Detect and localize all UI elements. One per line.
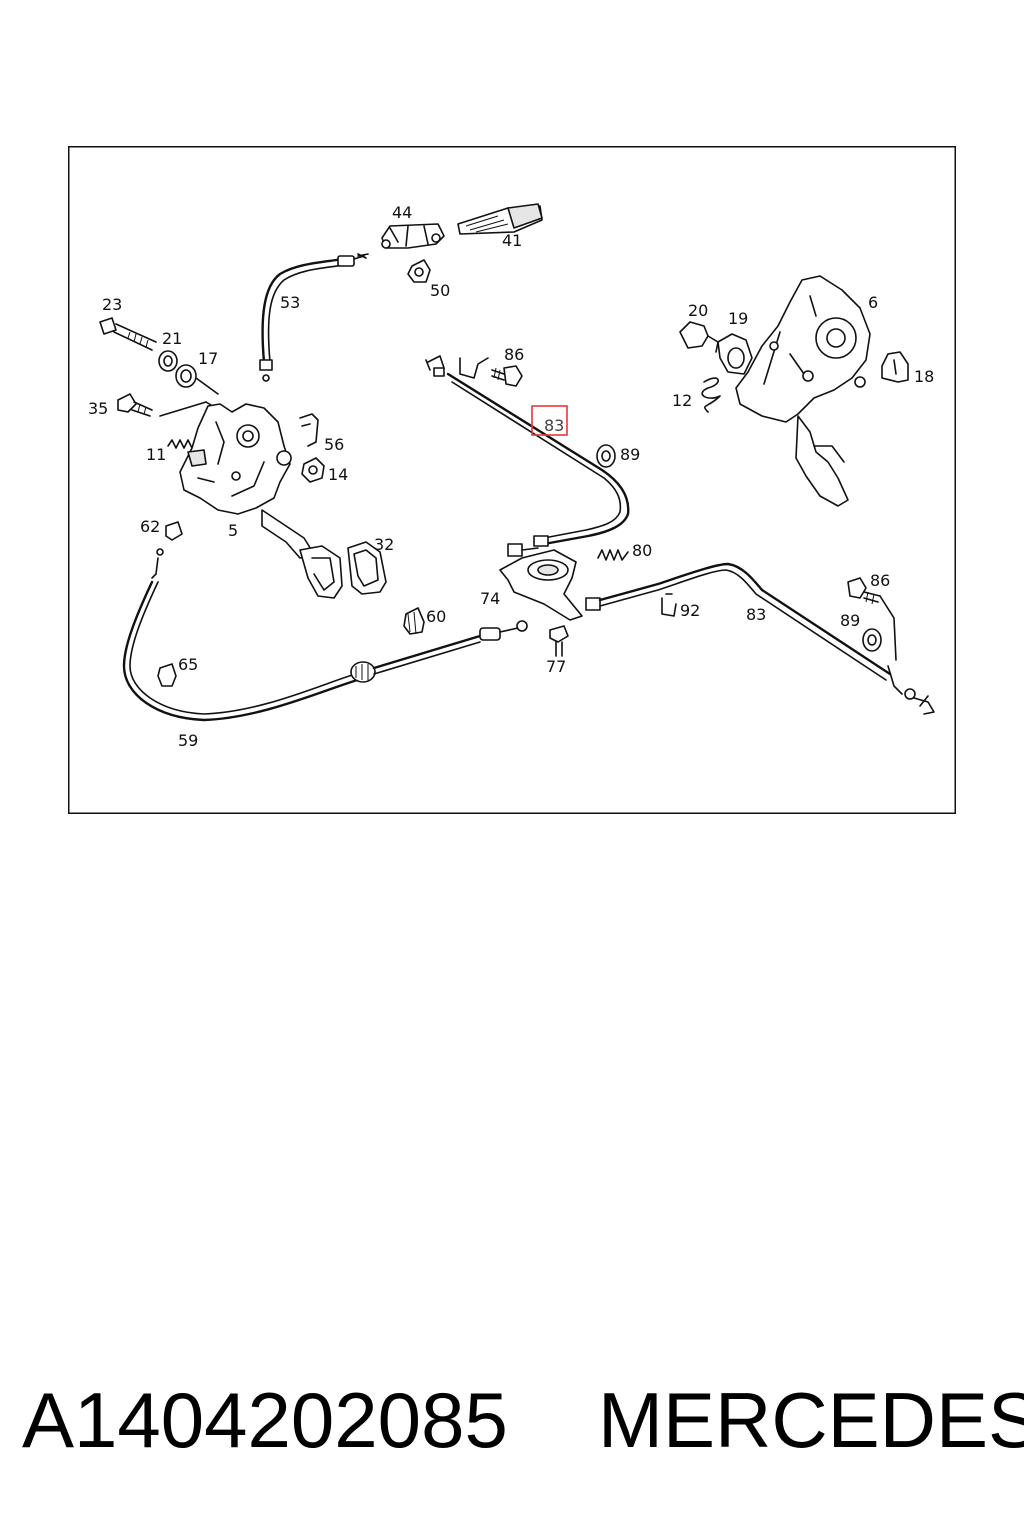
callout-6[interactable]: 6	[868, 293, 878, 312]
callout-80[interactable]: 80	[632, 541, 652, 560]
callout-17[interactable]: 17	[198, 349, 218, 368]
callout-89-upper[interactable]: 89	[620, 445, 640, 464]
part-89-bushing-lower	[862, 628, 882, 652]
part-56-clip	[299, 413, 319, 447]
callout-23[interactable]: 23	[102, 295, 122, 314]
part-41-pedal-pad	[457, 203, 543, 235]
callout-83-highlight-box	[531, 405, 568, 436]
part-44-bracket	[357, 223, 445, 257]
part-32-pedal-pad	[347, 541, 387, 595]
callout-56[interactable]: 56	[324, 435, 344, 454]
callout-83-highlighted[interactable]: 83	[544, 416, 564, 435]
callout-20[interactable]: 20	[688, 301, 708, 320]
part-86-bolt-lower	[847, 577, 897, 661]
callout-50[interactable]: 50	[430, 281, 450, 300]
callout-86-upper[interactable]: 86	[504, 345, 524, 364]
callout-18[interactable]: 18	[914, 367, 934, 386]
part-53-cable	[259, 253, 367, 382]
callout-74[interactable]: 74	[480, 589, 500, 608]
callout-11[interactable]: 11	[146, 445, 166, 464]
part-50-nut	[407, 259, 431, 283]
part-18-pad	[881, 351, 909, 383]
callout-60[interactable]: 60	[426, 607, 446, 626]
part-80-spring	[597, 549, 629, 561]
callout-35[interactable]: 35	[88, 399, 108, 418]
part-86-bolt-upper	[491, 365, 523, 387]
part-19-bushing	[717, 333, 753, 375]
part-6-pedal-assembly	[735, 275, 871, 507]
part-number: A1404202085	[22, 1376, 508, 1464]
callout-32[interactable]: 32	[374, 535, 394, 554]
part-92-clip	[661, 593, 677, 617]
part-89-bushing-upper	[596, 444, 616, 468]
callout-83-lower[interactable]: 83	[746, 605, 766, 624]
part-35-bolt	[117, 393, 217, 417]
callout-41[interactable]: 41	[502, 231, 522, 250]
callout-44[interactable]: 44	[392, 203, 412, 222]
parking-brake-exploded-diagram: 44 41 50 53 23 21 17 35 11 56 14 5 62 32…	[68, 146, 956, 814]
brand-name: MERCEDES	[598, 1376, 1024, 1464]
part-17-bushing	[175, 364, 219, 395]
part-83-front-cable	[425, 355, 630, 547]
callout-19[interactable]: 19	[728, 309, 748, 328]
callout-5[interactable]: 5	[228, 521, 238, 540]
part-5-pedal-bracket	[179, 403, 343, 599]
callout-77[interactable]: 77	[546, 657, 566, 676]
part-14-nut	[301, 457, 325, 483]
callout-14[interactable]: 14	[328, 465, 348, 484]
part-74-equalizer	[499, 543, 583, 621]
callout-65[interactable]: 65	[178, 655, 198, 674]
callout-59[interactable]: 59	[178, 731, 198, 750]
callout-92[interactable]: 92	[680, 601, 700, 620]
part-60-grommet	[403, 607, 425, 635]
callout-86-lower[interactable]: 86	[870, 571, 890, 590]
callout-62[interactable]: 62	[140, 517, 160, 536]
part-83-rear-cable	[585, 562, 935, 715]
part-21-washer	[158, 350, 178, 372]
part-62-sleeve	[165, 521, 183, 541]
part-59-cable	[122, 548, 528, 722]
footer: A1404202085 MERCEDES	[0, 1370, 1024, 1470]
callout-12[interactable]: 12	[672, 391, 692, 410]
part-23-bolt	[99, 317, 157, 351]
callout-21[interactable]: 21	[162, 329, 182, 348]
callout-89-lower[interactable]: 89	[840, 611, 860, 630]
part-65-clip	[157, 663, 177, 687]
part-12-spring	[701, 377, 721, 413]
part-77-bolt	[549, 625, 569, 657]
callout-53[interactable]: 53	[280, 293, 300, 312]
part-11-spring	[167, 439, 193, 449]
